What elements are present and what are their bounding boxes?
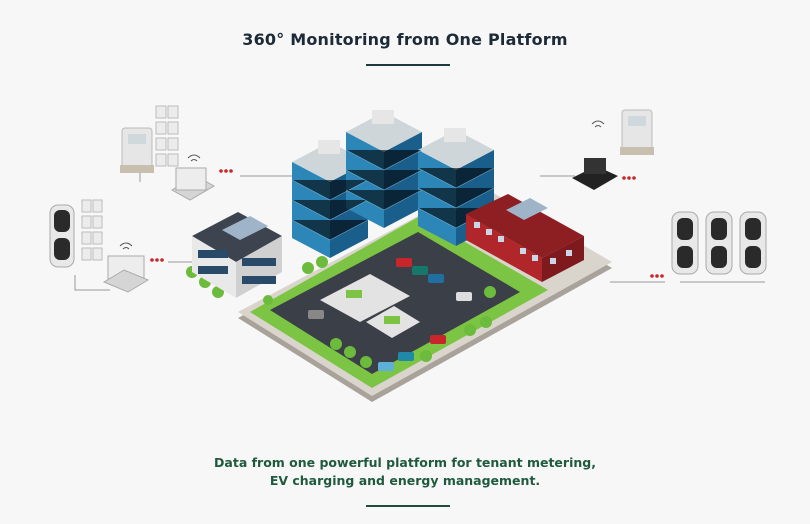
title-divider [366,64,450,66]
wifi-icon [591,120,605,128]
brick-building [466,194,584,282]
wifi-icon [187,154,201,162]
meter-group-top-left [120,105,216,201]
caption-line-1: Data from one powerful platform for tena… [214,455,596,470]
caption: Data from one powerful platform for tena… [0,454,810,490]
caption-line-2: EV charging and energy management. [269,473,541,488]
smart-building-illustration [49,105,767,402]
caption-divider [366,505,450,507]
page-title: 360° Monitoring from One Platform [242,30,568,49]
ev-chargers [671,211,767,275]
signal-dots [150,169,664,278]
office-building [192,212,282,298]
wifi-icon [119,242,133,250]
meter-group-top-right [572,109,654,190]
meter-group-left [49,199,150,293]
office-towers [291,110,495,258]
